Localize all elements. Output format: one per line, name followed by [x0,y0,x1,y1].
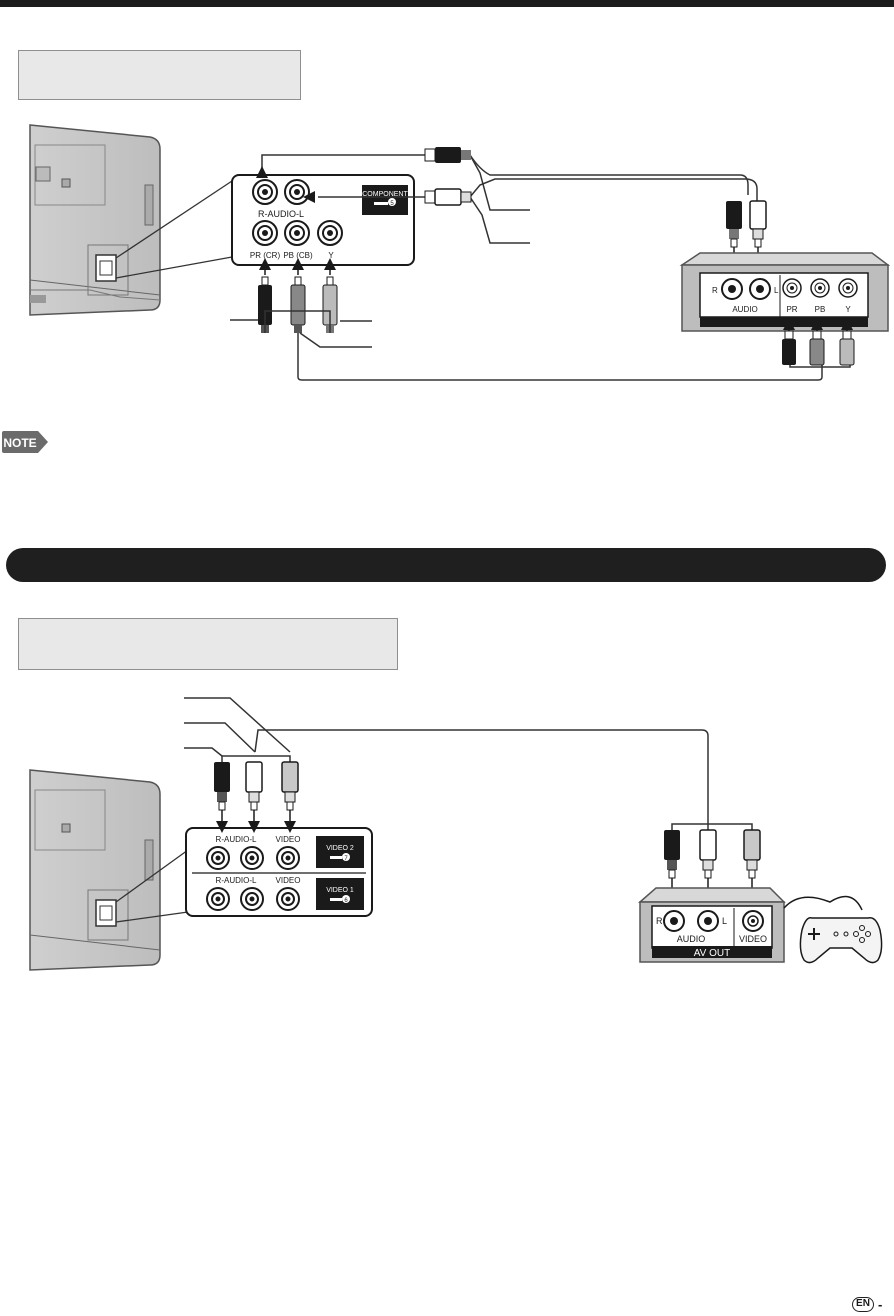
top-rule [0,0,894,7]
device-video-jack [742,910,764,932]
device-component-plug-pb [809,330,825,366]
composite-connection-diagram: R-AUDIO-L VIDEO VIDEO 2 7 R-AUDIO-L VIDE… [29,697,883,971]
row1-audio-label: R-AUDIO-L [216,835,257,844]
section-label-box [18,50,301,100]
tv-y-jack [317,220,343,246]
row1-audio-r-jack [206,846,230,870]
tv-audio-r-jack [252,179,278,205]
tv-pb-jack [284,220,310,246]
tv-pb-label: PB (CB) [283,251,313,260]
row1-video-jack [276,846,300,870]
audio-plug-white [424,188,472,206]
tv-plug-yellow [281,761,299,811]
tv-component-panel: COMPONENT 5 R-AUDIO-L P [231,174,415,266]
device-l-label: L [774,286,779,295]
tv-plug-white [245,761,263,811]
tv-input-number: 5 [390,201,394,207]
device-audio-label: AUDIO [732,305,757,314]
row2-audio-l-jack [240,887,264,911]
device-component-plug-pr [782,330,796,365]
section-label-box [18,618,398,670]
device-r-label: R [656,916,663,926]
tv-pr-jack [252,220,278,246]
device-audio-plug-white [749,200,767,248]
row2-input-number: 6 [344,898,348,904]
section-band [6,548,886,582]
device-pb-jack [810,278,830,298]
row2-input-name: VIDEO 1 [326,887,354,894]
device-audio-l-jack [697,910,719,932]
row1-input-name: VIDEO 2 [326,845,354,852]
device-y-label: Y [845,305,851,314]
device-audio-plug-red [726,201,742,248]
tv-audio-label: R-AUDIO-L [258,209,304,219]
component-connection-diagram: COMPONENT 5 R-AUDIO-L P [29,124,891,381]
page-number-dash: - [878,1297,883,1312]
device-plug-white [699,829,717,879]
device-plug-red [664,830,680,879]
row1-audio-l-jack [240,846,264,870]
note-badge: NOTE [2,431,48,453]
row1-input-number: 7 [344,856,348,862]
tv-y-label: Y [328,251,334,260]
gamepad-icon [783,895,883,964]
device-audio-l-jack [749,278,771,300]
row1-video-label: VIDEO [276,835,301,844]
device-r-label: R [712,286,718,295]
tv-plug-red [214,762,230,811]
device-audio-r-jack [721,278,743,300]
device-pb-label: PB [815,305,826,314]
av-source-device: AV OUT R L AUDIO VIDEO [638,887,786,963]
av-cable [184,697,753,830]
device-plug-yellow [743,829,761,879]
device-pr-jack [782,278,802,298]
tv-rear-view [29,769,161,971]
device-component-plug-y [839,330,855,366]
row2-video-label: VIDEO [276,876,301,885]
device-l-label: L [722,916,727,926]
tv-rear-view [29,124,161,316]
device-video-label: VIDEO [739,934,767,944]
audio-plug-red [424,147,471,163]
component-plug-pb [290,276,306,333]
component-source-device: R L AUDIO PR PB Y [679,252,891,332]
tv-pr-label: PR (CR) [250,251,281,260]
device-y-jack [838,278,858,298]
language-en-icon: EN [852,1297,874,1312]
device-av-out-label: AV OUT [694,948,730,959]
device-audio-label: AUDIO [677,934,706,944]
tv-video-panel: R-AUDIO-L VIDEO VIDEO 2 7 R-AUDIO-L VIDE… [185,827,373,917]
tv-audio-l-jack [284,179,310,205]
tv-input-name: COMPONENT [362,191,408,198]
row2-audio-r-jack [206,887,230,911]
note-label: NOTE [3,436,36,450]
device-audio-r-jack [663,910,685,932]
device-pr-label: PR [786,305,797,314]
row2-audio-label: R-AUDIO-L [216,876,257,885]
row2-video-jack [276,887,300,911]
